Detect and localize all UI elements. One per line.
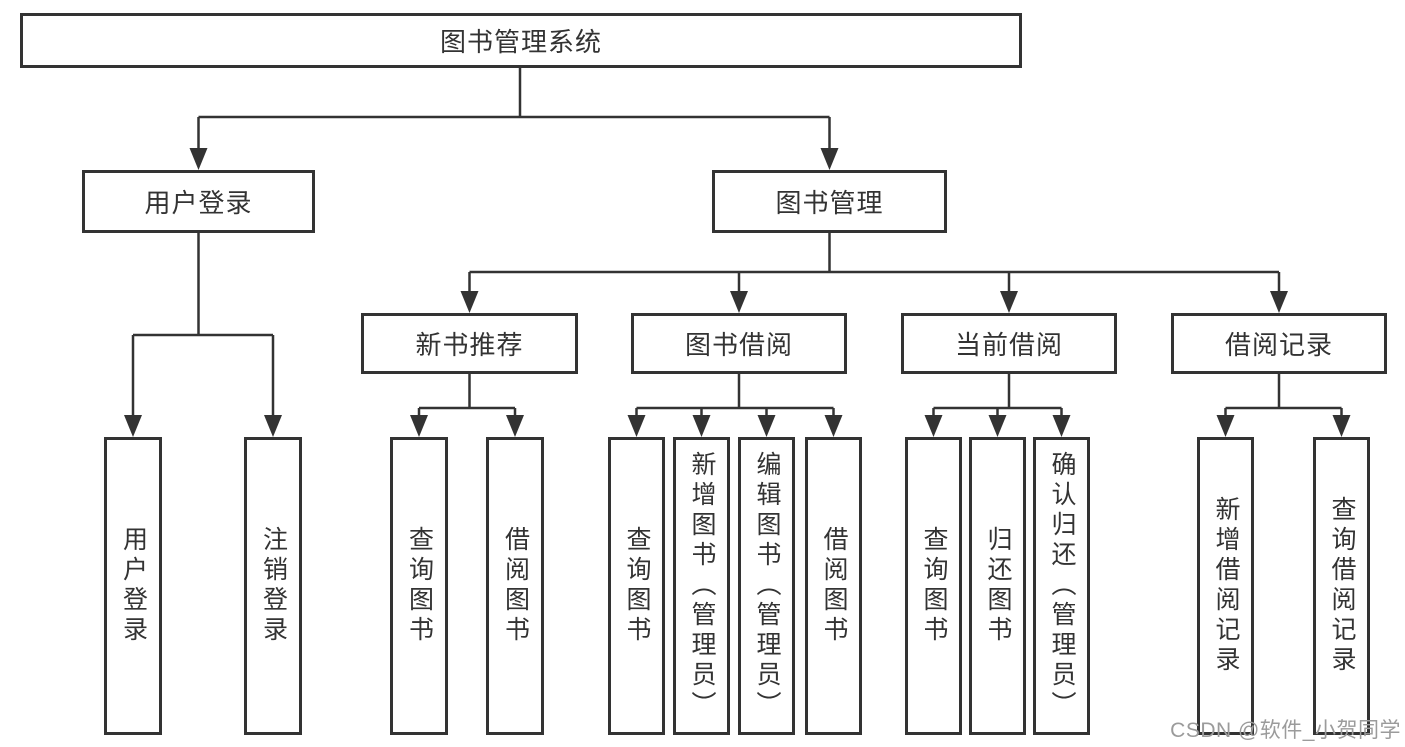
leaf-nbr-query-books-label: 查询图书 [405,526,434,646]
leaf-br-query-record: 查询借阅记录 [1313,437,1370,735]
node-new-book-recommend: 新书推荐 [361,313,578,374]
leaf-nbr-borrow-books: 借阅图书 [486,437,544,735]
leaf-bb-borrow-books-label: 借阅图书 [820,526,848,646]
leaf-bb-edit-books-admin-label: 编辑图书（管理员） [753,451,781,721]
leaf-logout-label: 注销登录 [259,526,288,646]
leaf-bb-borrow-books: 借阅图书 [805,437,862,735]
node-library-management-system-label: 图书管理系统 [439,27,602,57]
leaf-cb-confirm-return-admin: 确认归还（管理员） [1033,437,1090,735]
leaf-bb-query-books-label: 查询图书 [623,526,651,646]
node-user-login-group-label: 用户登录 [144,188,253,218]
leaf-cb-query-books: 查询图书 [905,437,962,735]
leaf-bb-query-books: 查询图书 [608,437,665,735]
leaf-user-login-label: 用户登录 [119,526,148,646]
leaf-cb-query-books-label: 查询图书 [920,526,948,646]
leaf-br-add-record-label: 新增借阅记录 [1212,496,1240,676]
csdn-watermark: CSDN @软件_小贺同学 [1170,719,1401,742]
node-book-management-label: 图书管理 [775,188,884,218]
leaf-bb-edit-books-admin: 编辑图书（管理员） [738,437,795,735]
node-borrowing-records: 借阅记录 [1171,313,1387,374]
leaf-nbr-query-books: 查询图书 [390,437,448,735]
leaf-nbr-borrow-books-label: 借阅图书 [501,526,530,646]
leaf-user-login: 用户登录 [104,437,162,735]
leaf-logout: 注销登录 [244,437,302,735]
node-current-borrowing-label: 当前借阅 [954,330,1063,360]
leaf-bb-add-books-admin-label: 新增图书（管理员） [688,451,716,721]
node-borrowing-records-label: 借阅记录 [1224,330,1333,360]
arrowheads [124,148,1351,437]
node-book-borrowing: 图书借阅 [631,313,847,374]
node-user-login-group: 用户登录 [82,170,315,233]
node-book-borrowing-label: 图书借阅 [684,330,793,360]
leaf-cb-return-books-label: 归还图书 [984,526,1012,646]
leaf-cb-confirm-return-admin-label: 确认归还（管理员） [1048,451,1076,721]
leaf-br-add-record: 新增借阅记录 [1197,437,1254,735]
node-current-borrowing: 当前借阅 [901,313,1117,374]
leaf-cb-return-books: 归还图书 [969,437,1026,735]
node-book-management: 图书管理 [712,170,947,233]
leaf-br-query-record-label: 查询借阅记录 [1328,496,1356,676]
node-new-book-recommend-label: 新书推荐 [415,330,524,360]
leaf-bb-add-books-admin: 新增图书（管理员） [673,437,730,735]
node-library-management-system: 图书管理系统 [20,13,1022,68]
